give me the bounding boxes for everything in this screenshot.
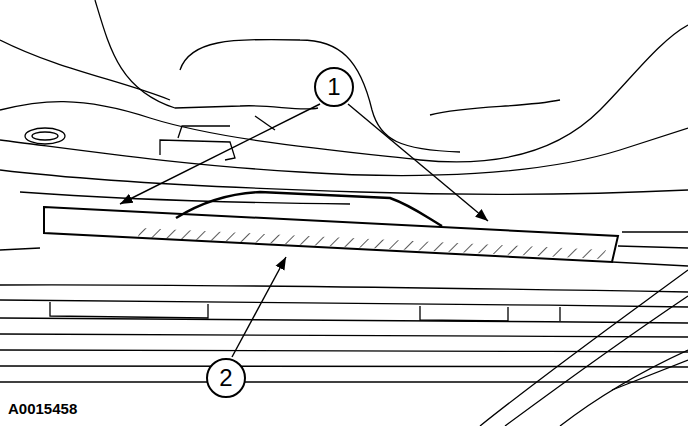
figure-number: A0015458 <box>8 400 77 417</box>
callout-number: 1 <box>327 75 340 99</box>
leader-arrows <box>120 104 488 357</box>
callout-circle: 2 <box>206 358 246 398</box>
callout-number: 2 <box>219 366 232 390</box>
weatherstrip <box>44 192 618 262</box>
callout-circle: 1 <box>314 67 354 107</box>
